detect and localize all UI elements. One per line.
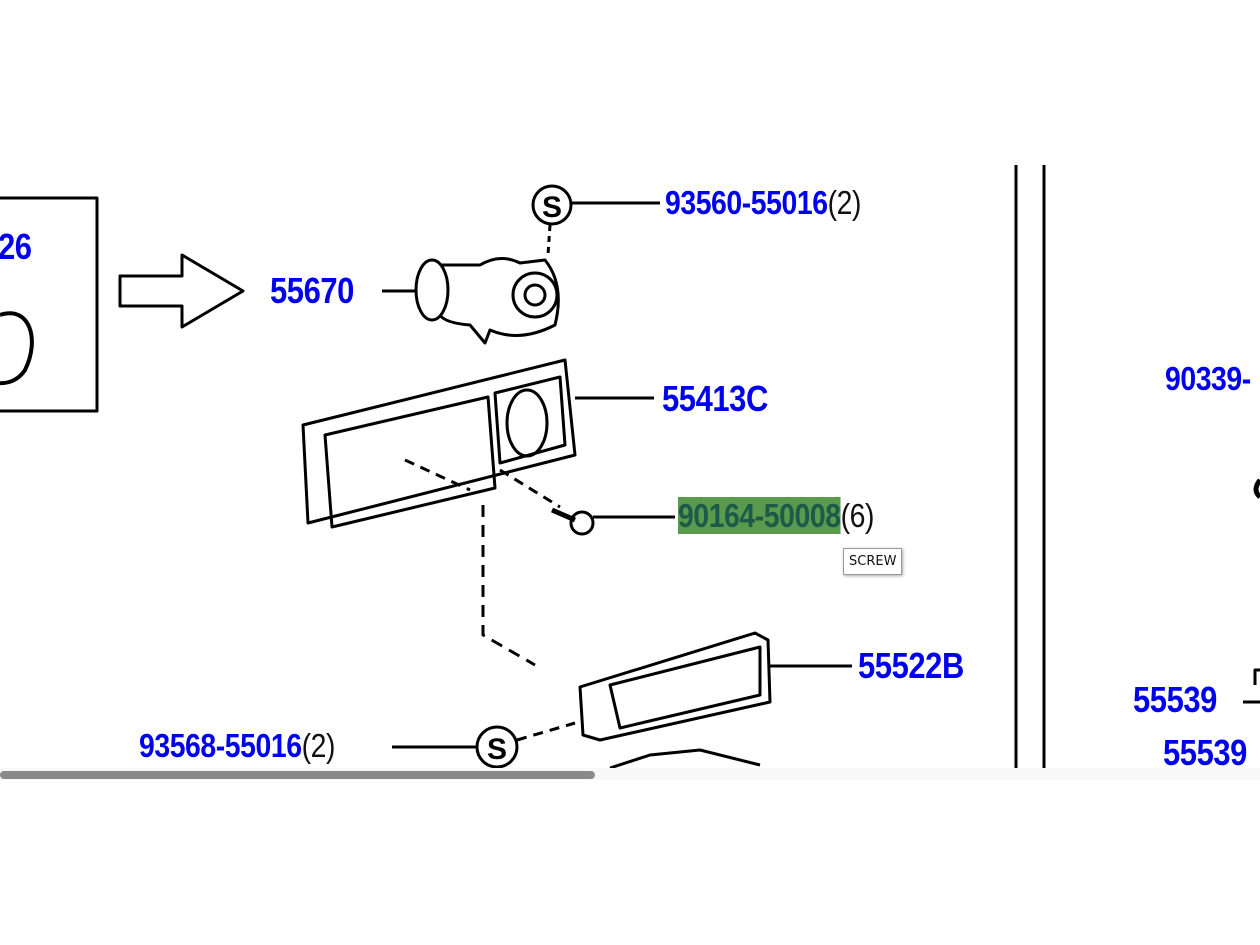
arrow-icon <box>118 253 245 329</box>
part-label-partial[interactable]: 26 <box>0 226 32 267</box>
socket-flange <box>414 258 450 322</box>
tooltip: SCREW <box>843 548 903 575</box>
panel-55413c <box>301 358 577 525</box>
bezel-55522b <box>578 631 772 742</box>
part-label-55522b[interactable]: 55522B <box>858 645 964 686</box>
quantity: (2) <box>301 727 336 764</box>
part-label-55539-second[interactable]: 55539 <box>1163 732 1247 769</box>
part-label-90339[interactable]: 90339- <box>1165 360 1251 397</box>
inset-box <box>0 196 99 413</box>
diagram-artwork: S S <box>0 165 1260 768</box>
horizontal-scrollbar-thumb[interactable] <box>0 771 595 779</box>
parts-diagram: S S 26 55670 <box>0 165 1260 768</box>
part-number[interactable]: 93568-55016 <box>139 727 302 764</box>
part-label-55413c[interactable]: 55413C <box>662 378 768 419</box>
part-label-55670[interactable]: 55670 <box>270 270 354 311</box>
quantity: (2) <box>827 184 862 221</box>
svg-text:S: S <box>487 733 507 766</box>
part-label-90164-50008[interactable]: 90164-50008(6) <box>678 497 875 534</box>
quantity: (6) <box>840 497 875 534</box>
part-number-highlighted[interactable]: 90164-50008 <box>678 497 841 534</box>
part-number[interactable]: 93560-55016 <box>665 184 828 221</box>
part-label-93568-55016[interactable]: 93568-55016(2) <box>139 728 335 764</box>
inset-ring <box>0 311 34 386</box>
part-label-93560-55016[interactable]: 93560-55016(2) <box>665 185 861 221</box>
svg-text:S: S <box>542 191 562 224</box>
s-symbol-top: S <box>531 184 573 226</box>
s-symbol-bottom: S <box>475 725 519 768</box>
part-label-55539[interactable]: 55539 <box>1133 679 1217 720</box>
